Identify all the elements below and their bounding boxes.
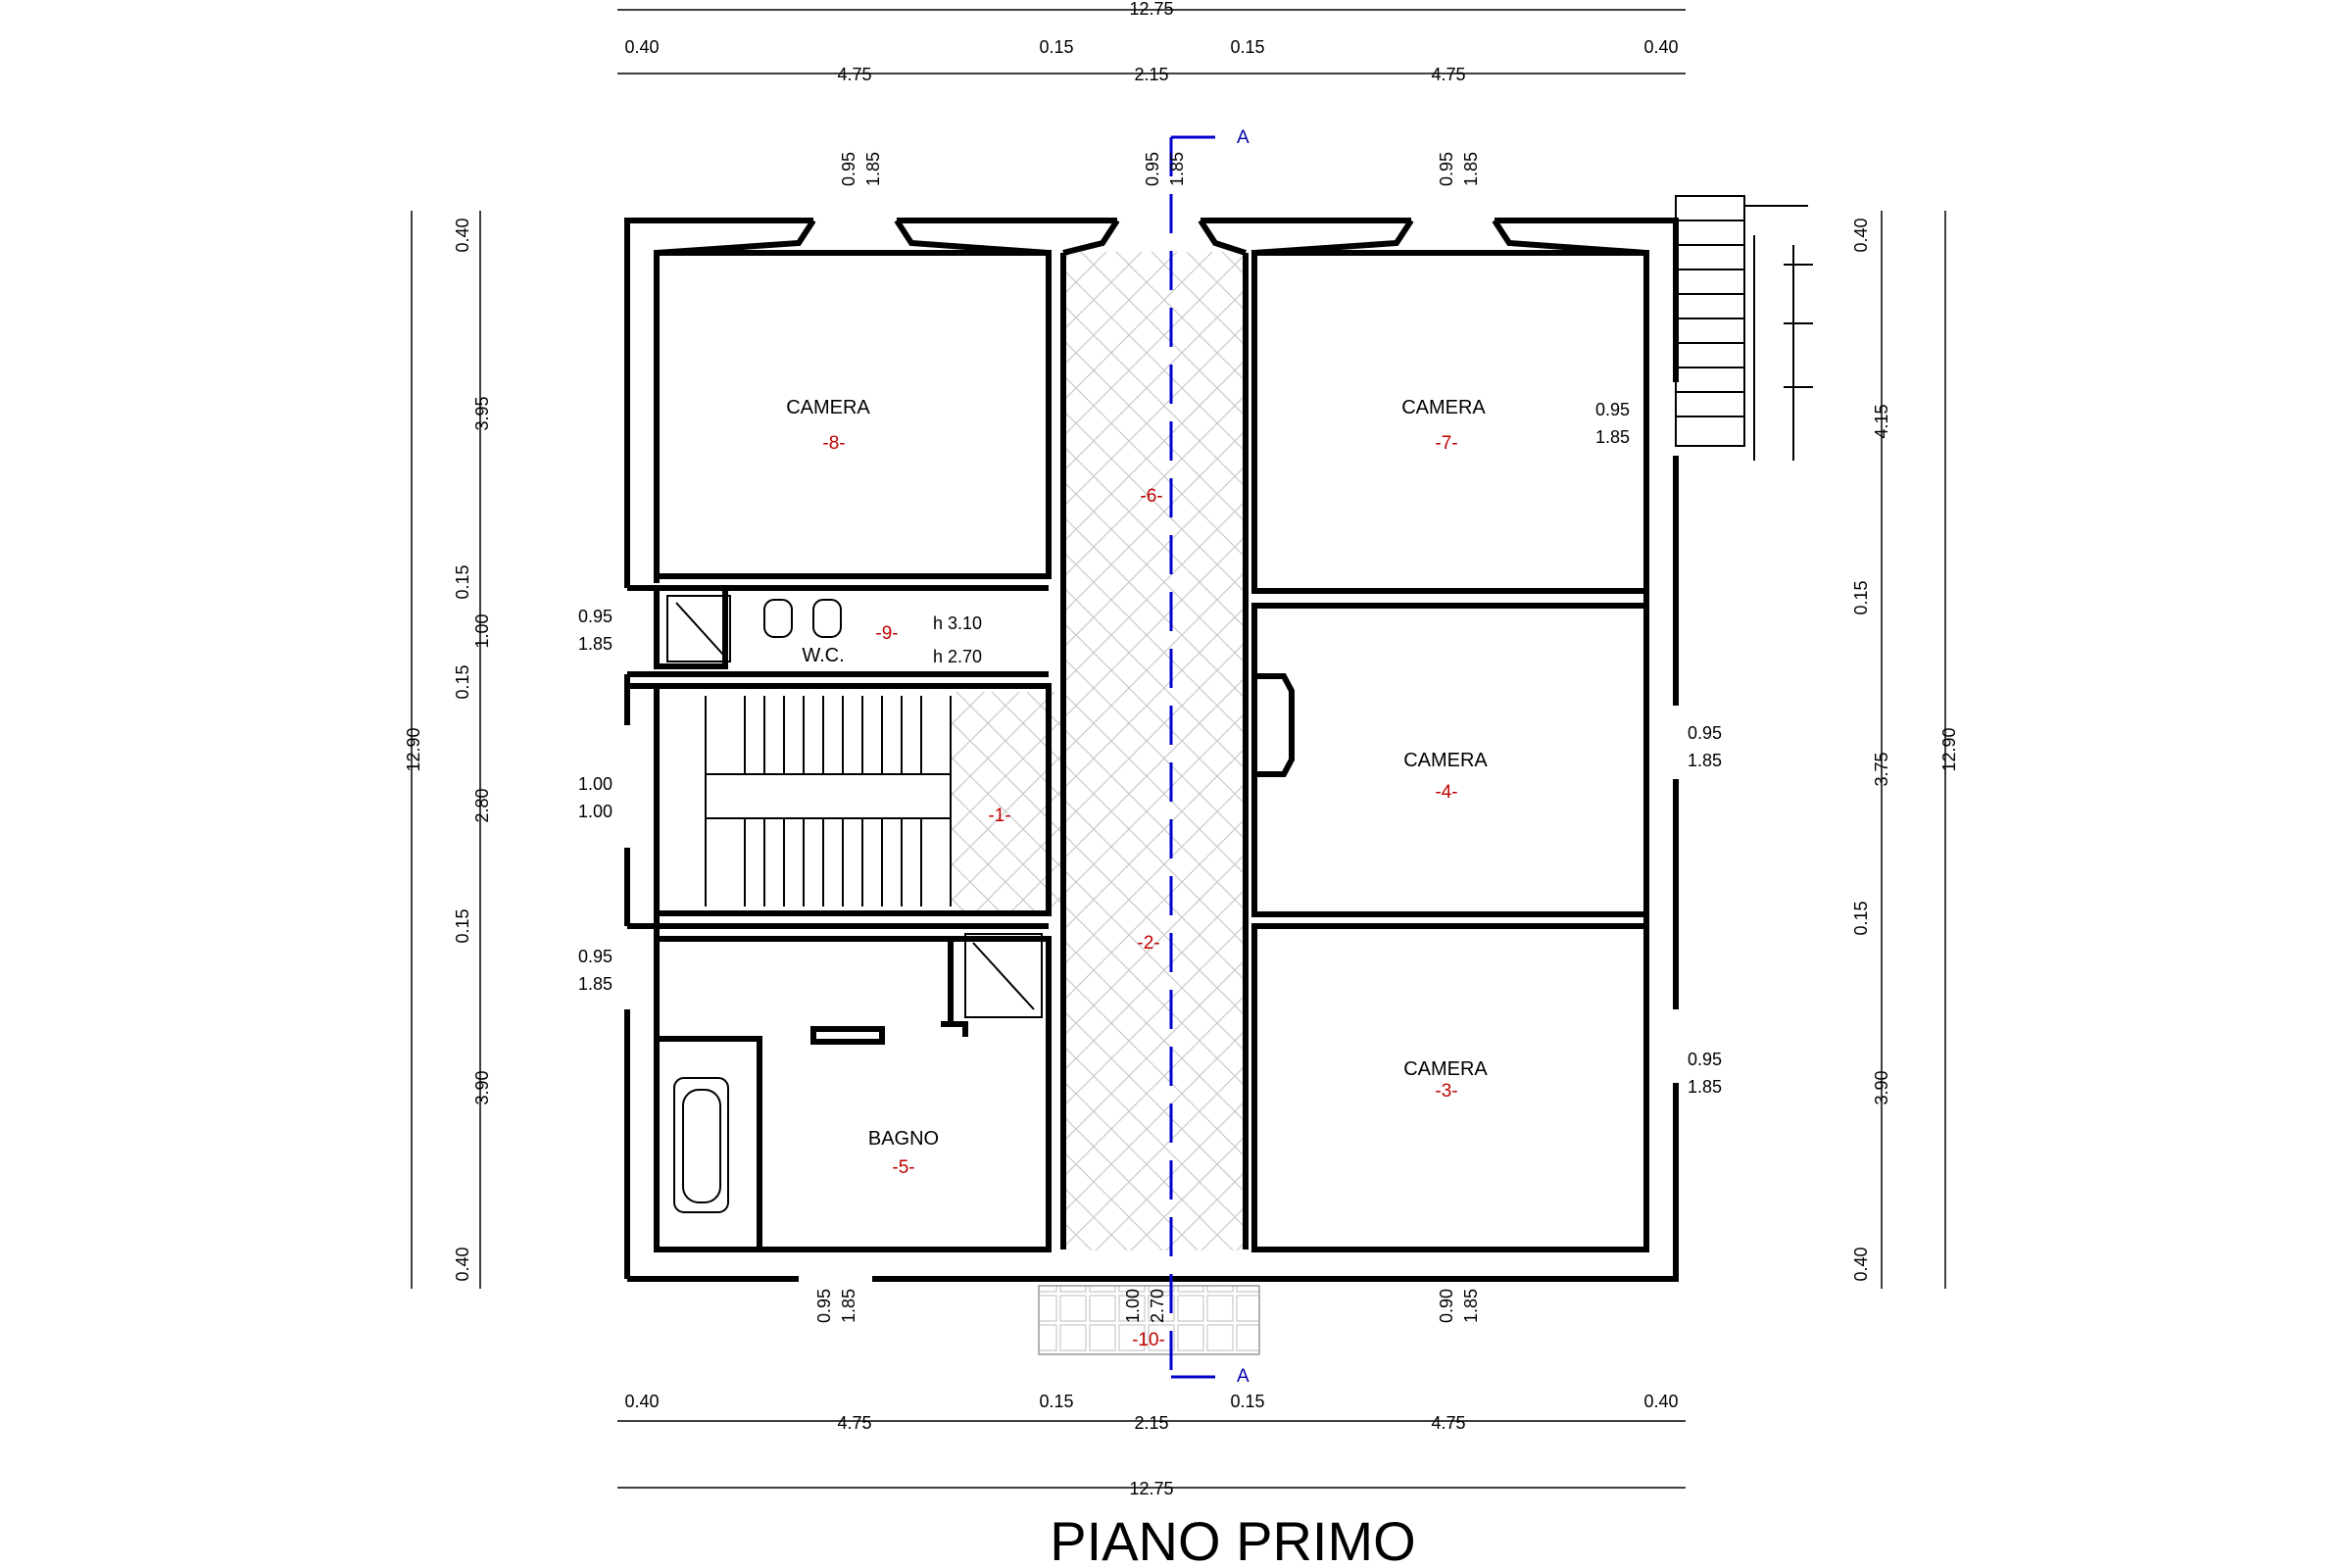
svg-text:1.85: 1.85 [1461,1289,1481,1323]
svg-text:0.15: 0.15 [453,908,472,943]
svg-text:0.95: 0.95 [1688,1050,1722,1069]
svg-text:0.40: 0.40 [1643,1392,1678,1411]
room-number-8: -8- [822,433,845,454]
svg-text:1.00: 1.00 [472,613,492,648]
svg-text:1.85: 1.85 [1688,1077,1722,1097]
svg-text:0.95: 0.95 [814,1289,834,1323]
svg-text:2.80: 2.80 [472,788,492,822]
height-label-1: h 3.10 [933,613,982,633]
room-number-3: -3- [1435,1081,1457,1102]
room-name-4: CAMERA [1403,750,1488,771]
left-total: 12.90 [404,727,423,771]
fixtures [666,195,1813,1213]
opening-dimensions: 0.95 1.85 0.95 1.85 0.95 1.85 0.95 1.85 … [578,152,1722,1323]
svg-text:0.95: 0.95 [1595,400,1630,419]
svg-text:0.40: 0.40 [624,1392,659,1411]
svg-text:0.15: 0.15 [1851,901,1871,935]
height-label-2: h 2.70 [933,647,982,666]
room-number-4: -4- [1435,782,1457,803]
svg-text:1.00: 1.00 [578,774,612,794]
svg-text:4.75: 4.75 [1431,65,1465,84]
room-name-9: W.C. [802,645,844,666]
svg-text:0.95: 0.95 [1688,723,1722,743]
svg-text:0.40: 0.40 [1851,1247,1871,1281]
svg-text:0.95: 0.95 [578,947,612,966]
svg-text:0.40: 0.40 [1851,218,1871,252]
room-number-10: -10- [1132,1330,1165,1350]
svg-text:0.15: 0.15 [1230,37,1264,57]
svg-text:1.00: 1.00 [578,802,612,821]
svg-text:0.15: 0.15 [1039,37,1073,57]
room-number-7: -7- [1435,433,1457,454]
svg-text:1.85: 1.85 [1595,427,1630,447]
section-label-top: A [1237,127,1250,148]
svg-text:1.85: 1.85 [863,152,883,186]
svg-text:0.40: 0.40 [453,218,472,252]
tiled-floors [951,252,1260,1355]
room-name-8: CAMERA [786,397,870,418]
left-dimensions: 12.90 0.40 3.95 0.15 1.00 0.15 2.80 0.15… [404,218,492,1281]
svg-text:3.75: 3.75 [1872,752,1891,786]
room-number-6: -6- [1140,486,1162,507]
svg-text:0.95: 0.95 [839,152,858,186]
svg-text:1.85: 1.85 [1167,152,1187,186]
svg-text:0.40: 0.40 [624,37,659,57]
bottom-dimensions: 0.40 0.15 0.15 0.40 4.75 2.15 4.75 12.75 [624,1392,1678,1498]
svg-text:0.90: 0.90 [1437,1289,1456,1323]
dimension-lines [411,9,1946,1489]
room-labels: CAMERA -8- CAMERA -7- -6- W.C. -9- CAMER… [786,397,1488,1350]
svg-text:0.15: 0.15 [1851,580,1871,614]
svg-text:3.95: 3.95 [472,396,492,430]
svg-text:0.95: 0.95 [1143,152,1162,186]
svg-text:0.40: 0.40 [1643,37,1678,57]
right-total: 12.90 [1939,727,1959,771]
svg-text:4.15: 4.15 [1872,404,1891,438]
svg-text:1.85: 1.85 [1688,751,1722,770]
svg-text:1.85: 1.85 [578,974,612,994]
bottom-total: 12.75 [1129,1479,1173,1498]
svg-text:0.15: 0.15 [453,664,472,699]
section-label-bottom: A [1237,1366,1250,1387]
svg-text:1.85: 1.85 [1461,152,1481,186]
section-line: A A [1169,127,1250,1387]
svg-text:0.15: 0.15 [1039,1392,1073,1411]
svg-text:2.15: 2.15 [1134,1413,1168,1433]
svg-text:2.15: 2.15 [1134,65,1168,84]
room-number-1: -1- [988,806,1010,826]
svg-text:2.70: 2.70 [1148,1289,1167,1323]
svg-text:0.95: 0.95 [578,607,612,626]
room-number-9: -9- [875,623,898,644]
right-dimensions: 12.90 0.40 4.15 0.15 3.75 0.15 3.90 0.40 [1851,218,1959,1281]
svg-text:1.85: 1.85 [578,634,612,654]
walls [624,218,1679,1282]
room-name-3: CAMERA [1403,1058,1488,1080]
svg-text:0.95: 0.95 [1437,152,1456,186]
svg-text:0.15: 0.15 [1230,1392,1264,1411]
svg-text:4.75: 4.75 [837,1413,871,1433]
svg-text:1.00: 1.00 [1123,1289,1143,1323]
top-total: 12.75 [1129,0,1173,19]
svg-text:3.90: 3.90 [1872,1070,1891,1104]
top-dimensions: 12.75 0.40 0.15 0.15 0.40 4.75 2.15 4.75 [624,0,1678,84]
room-number-5: -5- [892,1157,914,1178]
svg-text:0.15: 0.15 [453,564,472,599]
room-name-7: CAMERA [1401,397,1486,418]
svg-text:4.75: 4.75 [837,65,871,84]
room-number-2: -2- [1137,933,1159,954]
plan-title: PIANO PRIMO [1050,1510,1415,1568]
room-name-5: BAGNO [868,1128,939,1150]
svg-text:0.40: 0.40 [453,1247,472,1281]
svg-text:4.75: 4.75 [1431,1413,1465,1433]
svg-text:1.85: 1.85 [839,1289,858,1323]
svg-text:3.90: 3.90 [472,1070,492,1104]
